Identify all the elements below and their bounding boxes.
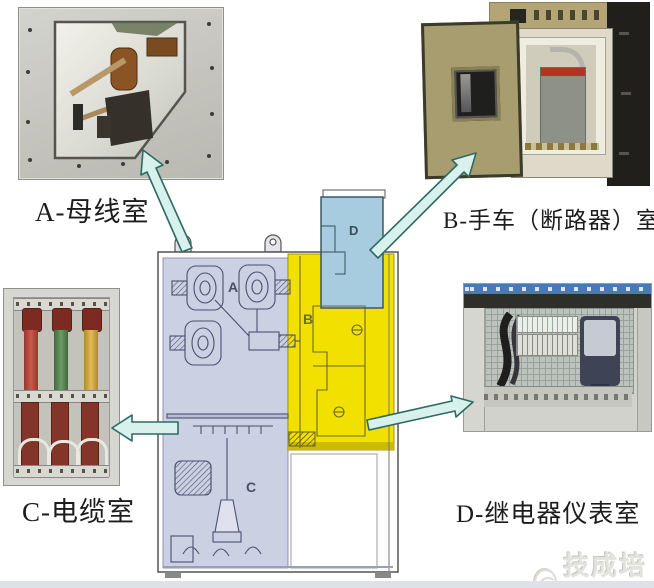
diagram-letter-a: A	[228, 279, 238, 295]
relay-face	[584, 320, 616, 356]
busbar-coils	[169, 264, 300, 366]
cable-head-green	[52, 308, 72, 332]
bolt-icon	[26, 70, 30, 74]
cable-section-linework	[163, 413, 393, 568]
lifting-lug-icon	[264, 234, 282, 253]
relay-device	[580, 316, 620, 393]
left-wall	[464, 308, 485, 431]
breaker-truck-linework	[288, 256, 366, 448]
busbar-copper-bar	[146, 37, 178, 57]
bolt-icon	[207, 22, 211, 26]
bus-tube	[550, 47, 585, 72]
breaker-label-strip	[541, 68, 585, 76]
diagram-letter-b: B	[303, 311, 313, 327]
current-transformer	[174, 460, 212, 496]
photo-busbar-compartment	[18, 7, 224, 180]
d-box-bracket	[321, 225, 346, 275]
indicator-row	[534, 10, 600, 20]
cable-loop-white	[76, 438, 108, 471]
glass-reflection	[460, 74, 472, 113]
support-block	[73, 104, 83, 130]
cable-yellow	[84, 330, 98, 394]
cabinet-cross-section-diagram: A B C D	[157, 189, 399, 578]
cable-head-red	[22, 308, 42, 332]
cabinet-foot	[375, 572, 391, 578]
cable-green	[54, 330, 68, 394]
lifting-lug-icon	[174, 234, 192, 253]
top-shadow-band	[464, 294, 651, 308]
busbar-diagonal-bar	[69, 57, 127, 97]
cabinet-body	[511, 28, 613, 178]
busbar-opening-illustration	[53, 20, 187, 160]
compartment-door	[420, 20, 524, 180]
label-busbar-compartment: A-母线室	[35, 197, 150, 227]
breaker-section-shadow	[288, 442, 394, 450]
hinge-mark	[621, 92, 631, 95]
right-wall	[637, 308, 651, 431]
bolt-icon	[165, 160, 169, 164]
photo-breaker-compartment	[420, 2, 650, 188]
bottom-hardware-row	[525, 143, 599, 150]
circuit-breaker-unit	[540, 67, 586, 147]
bottom-terminal-rail	[484, 386, 632, 407]
diagram-letter-d: D	[349, 223, 358, 238]
label-breaker-compartment: B-手车（断路器）室	[443, 208, 654, 233]
lower-door-panel	[290, 453, 378, 569]
diagram-letter-c: C	[246, 479, 256, 495]
bolt-icon	[28, 28, 32, 32]
cabinet-foot	[165, 572, 181, 578]
compartment-interior	[526, 45, 596, 147]
support-block	[97, 116, 111, 138]
terminal-block-row	[516, 316, 578, 333]
bolt-icon	[26, 120, 30, 124]
bolt-icon	[28, 158, 32, 162]
bottom-edge-strip	[0, 581, 654, 588]
photo-relay-compartment	[463, 283, 652, 432]
cable-head-yellow	[82, 308, 102, 332]
cable-red	[24, 330, 38, 394]
bolt-icon	[121, 162, 125, 166]
dark-interior-shadow	[105, 90, 153, 146]
nameplate-band	[464, 284, 651, 294]
watermark: 技成培训	[534, 546, 654, 588]
bottom-rail	[14, 465, 109, 478]
door-inspection-window	[451, 66, 501, 122]
reflection-wedge	[111, 22, 179, 36]
bolt-icon	[207, 154, 211, 158]
cable-lug-row	[193, 425, 273, 434]
cabinet-side-dark	[607, 2, 650, 186]
photo-cable-compartment	[3, 288, 120, 486]
bolt-icon	[210, 112, 214, 116]
display-window	[510, 9, 526, 23]
terminal-block-row	[516, 334, 578, 356]
bolt-icon	[210, 66, 214, 70]
compartment-opening	[518, 37, 606, 155]
bolt-icon	[77, 164, 81, 168]
watermark-text: 技成培训	[563, 551, 648, 581]
hinge-mark	[619, 32, 629, 35]
hinge-mark	[619, 152, 629, 155]
cable-cell-interior	[13, 297, 110, 478]
label-cable-compartment: C-电缆室	[22, 497, 135, 527]
label-relay-compartment: D-继电器仪表室	[456, 501, 641, 528]
